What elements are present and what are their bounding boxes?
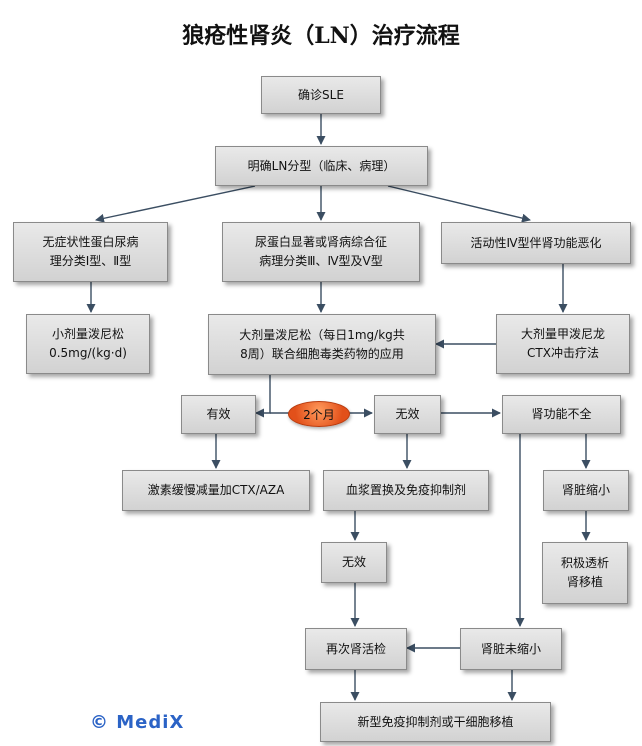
node-pulse-therapy-label: 大剂量甲泼尼龙 CTX冲击疗法 <box>520 327 605 360</box>
node-classify-label: 明确LN分型（临床、病理） <box>247 158 396 173</box>
arrow-classify-to-type12 <box>95 185 256 223</box>
node-ineffective-2: 无效 <box>321 542 387 583</box>
node-effective-label: 有效 <box>206 407 231 421</box>
node-type-4-active-label: 活动性Ⅳ型伴肾功能恶化 <box>470 235 602 250</box>
node-kidney-shrunk-label: 肾脏缩小 <box>561 483 610 497</box>
node-taper: 激素缓慢减量加CTX/AZA <box>122 470 310 511</box>
node-type-4-active: 活动性Ⅳ型伴肾功能恶化 <box>441 222 631 264</box>
node-classify: 明确LN分型（临床、病理） <box>215 146 428 186</box>
node-kidney-not-shrunk-label: 肾脏未缩小 <box>480 641 541 656</box>
node-kidney-shrunk: 肾脏缩小 <box>543 470 629 511</box>
node-rebiopsy-label: 再次肾活检 <box>325 641 386 656</box>
node-effective: 有效 <box>181 395 256 434</box>
node-dialysis-transplant: 积极透析 肾移植 <box>542 542 628 604</box>
node-type-1-2-label: 无症状性蛋白尿病 理分类Ⅰ型、Ⅱ型 <box>42 235 139 268</box>
node-ineffective-label: 无效 <box>395 407 420 421</box>
arrow-classify-to-type4 <box>387 185 531 223</box>
node-new-therapy-label: 新型免疫抑制剂或干细胞移植 <box>357 714 514 729</box>
diagram-title: 狼疮性肾炎（LN）治疗流程 <box>182 23 460 49</box>
node-confirm-sle-label: 确诊SLE <box>298 87 344 102</box>
node-high-dose-pred: 大剂量泼尼松（每日1mg/kg共 8周）联合细胞毒类药物的应用 <box>208 314 436 375</box>
node-taper-label: 激素缓慢减量加CTX/AZA <box>147 483 285 497</box>
node-type-1-2: 无症状性蛋白尿病 理分类Ⅰ型、Ⅱ型 <box>13 222 168 282</box>
node-renal-insufficiency: 肾功能不全 <box>502 395 621 434</box>
node-plasma-exchange: 血浆置换及免疫抑制剂 <box>323 470 489 511</box>
node-new-therapy: 新型免疫抑制剂或干细胞移植 <box>320 702 551 742</box>
node-low-dose-pred-label: 小剂量泼尼松 0.5mg/(kg·d) <box>49 327 127 360</box>
node-renal-insufficiency-label: 肾功能不全 <box>531 407 592 421</box>
node-ineffective-2-label: 无效 <box>341 555 366 569</box>
node-low-dose-pred: 小剂量泼尼松 0.5mg/(kg·d) <box>26 314 150 374</box>
node-type-3-4-5-label: 尿蛋白显著或肾病综合征 病理分类Ⅲ、Ⅳ型及Ⅴ型 <box>254 235 387 268</box>
duration-pill-label: 2个月 <box>303 407 335 422</box>
medix-logo: © MediX <box>90 712 185 733</box>
node-rebiopsy: 再次肾活检 <box>305 628 407 670</box>
duration-pill: 2个月 <box>288 401 350 427</box>
node-confirm-sle: 确诊SLE <box>261 76 381 114</box>
node-dialysis-transplant-label: 积极透析 肾移植 <box>560 556 609 589</box>
node-high-dose-pred-label: 大剂量泼尼松（每日1mg/kg共 8周）联合细胞毒类药物的应用 <box>239 327 405 361</box>
arrow-highdose-to-effective <box>255 375 271 418</box>
node-type-3-4-5: 尿蛋白显著或肾病综合征 病理分类Ⅲ、Ⅳ型及Ⅴ型 <box>222 222 420 282</box>
node-plasma-exchange-label: 血浆置换及免疫抑制剂 <box>345 483 466 497</box>
node-pulse-therapy: 大剂量甲泼尼龙 CTX冲击疗法 <box>496 314 630 374</box>
node-kidney-not-shrunk: 肾脏未缩小 <box>460 628 562 670</box>
node-ineffective: 无效 <box>374 395 441 434</box>
